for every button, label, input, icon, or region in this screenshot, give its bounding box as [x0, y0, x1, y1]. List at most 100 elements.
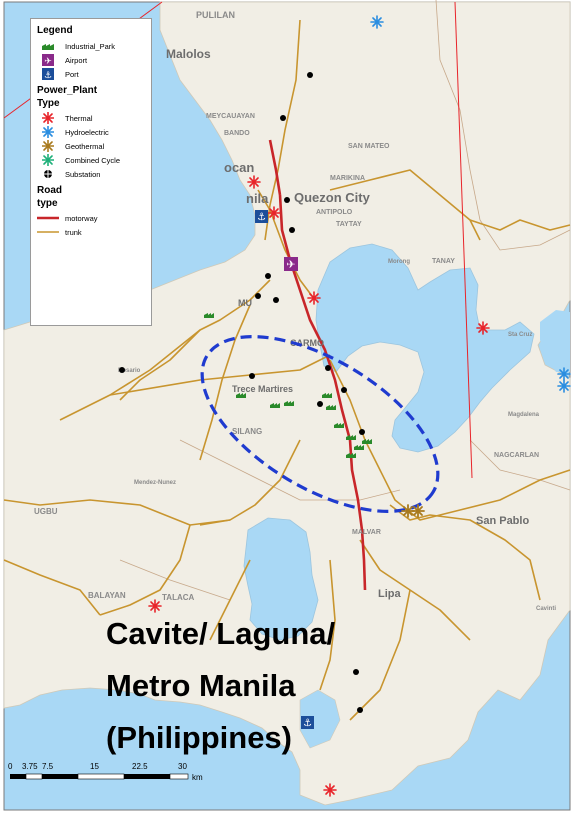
legend-type-title: Type — [37, 98, 60, 109]
substations — [119, 72, 365, 713]
label-ugbu: UGBU — [34, 507, 58, 516]
label-san-mateo: SAN MATEO — [348, 143, 390, 150]
thermal-plant-icon — [323, 783, 337, 797]
legend-label: Port — [65, 69, 79, 79]
svg-text:✈: ✈ — [286, 258, 295, 271]
label-tanay: TANAY — [432, 258, 455, 265]
map-title-line-1: Cavite/ Laguna/ — [106, 616, 336, 651]
substation-icon — [357, 707, 363, 713]
thermal-plant-icon — [37, 112, 59, 124]
substation-icon — [255, 293, 261, 299]
substation-icon — [325, 365, 331, 371]
svg-text:✈: ✈ — [44, 57, 52, 66]
industrial-park-icon — [346, 435, 356, 440]
label-talaca: TALACA — [162, 593, 195, 602]
legend-title: Legend — [37, 25, 73, 36]
label-mendez: Mendez-Nunez — [134, 480, 176, 486]
scale-bar-graphic — [10, 773, 189, 780]
thermal-plants — [148, 175, 490, 797]
substation-icon — [119, 367, 125, 373]
thermal-plant-icon — [307, 291, 321, 305]
label-taytay: TAYTAY — [336, 221, 362, 228]
legend-label: Thermal — [65, 113, 93, 123]
legend-label: Airport — [65, 55, 88, 65]
svg-text:⚓: ⚓ — [303, 718, 312, 729]
industrial-park-icon — [346, 453, 356, 458]
label-marikina: MARIKINA — [330, 175, 365, 182]
geothermal-plant-icon — [37, 140, 59, 152]
label-sta-cruz: Sta Cruz — [508, 332, 532, 338]
label-antipolo: ANTIPOLO — [316, 209, 353, 216]
scale-bar: 0 3.75 7.5 15 22.5 30 km — [8, 762, 238, 792]
boundaries — [119, 0, 571, 601]
industrial-park-icon — [334, 423, 344, 428]
label-malolos: Malolos — [166, 47, 211, 61]
legend-row-substation: Substation — [37, 167, 145, 181]
hydroelectric-plant-icon — [557, 379, 571, 393]
legend-label: Industrial_Park — [65, 41, 116, 51]
legend-power-plant-title: Power_Plant — [37, 85, 98, 96]
label-cavinti: Cavinti — [536, 606, 556, 612]
label-muntinlupa: MU — [238, 298, 252, 308]
hydro-plants — [370, 15, 571, 393]
port-icon: ⚓ — [301, 716, 314, 729]
map-title: Cavite/ Laguna/ Metro Manila (Philippine… — [106, 608, 466, 764]
geothermal-plant-icon — [411, 504, 425, 518]
substation-icon — [284, 197, 290, 203]
substation-icon — [359, 429, 365, 435]
svg-text:⚓: ⚓ — [44, 71, 52, 80]
label-san-pablo: San Pablo — [476, 515, 529, 527]
industrial-park-icon — [284, 401, 294, 406]
label-meycauayan: MEYCAUAYAN — [206, 113, 255, 120]
industrial-park-icon — [326, 405, 336, 410]
legend-road-title: Road — [37, 185, 62, 196]
label-magdalena: Magdalena — [508, 412, 540, 418]
substation-icon — [280, 115, 286, 121]
legend-label: trunk — [65, 227, 82, 237]
substation-icon — [317, 401, 323, 407]
substation-icon — [265, 273, 271, 279]
label-pulilan: PULILAN — [196, 10, 235, 20]
trunk-line-icon — [37, 226, 59, 238]
hydroelectric-plant-icon — [557, 367, 571, 381]
scale-unit: km — [192, 773, 203, 782]
scale-tick-label: 22.5 — [132, 762, 148, 771]
motorway-north — [268, 139, 282, 196]
label-silang: SILANG — [232, 427, 262, 436]
label-malvar: MALVAR — [352, 529, 381, 536]
ports: ⚓ ⚓ — [255, 210, 314, 729]
scale-tick-label: 30 — [178, 762, 187, 771]
scale-tick-label: 0 — [8, 762, 13, 771]
legend-row-motorway: motorway — [37, 211, 145, 225]
thermal-plant-icon — [476, 321, 490, 335]
legend-panel: Legend Industrial_Park ✈ Airport ⚓ Port … — [30, 18, 152, 326]
trunk-roads — [3, 19, 571, 721]
motorway-line-icon — [37, 212, 59, 224]
thermal-plant-icon — [247, 175, 261, 189]
legend-row-industrial: Industrial_Park — [37, 39, 145, 53]
industrial-park-icon — [270, 403, 280, 408]
port-icon: ⚓ — [37, 68, 59, 80]
geothermal-plants — [401, 504, 425, 518]
industrial-park-icon — [37, 40, 59, 52]
label-carmona: CARMO — [290, 338, 324, 348]
scale-tick-label: 15 — [90, 762, 99, 771]
place-labels: PULILAN Malolos MEYCAUAYAN BANDO SAN MAT… — [34, 10, 556, 612]
scale-tick-label: 3.75 — [22, 762, 38, 771]
thermal-plant-icon — [267, 206, 281, 220]
label-morong: Morong — [388, 259, 410, 265]
small-lake-east — [540, 310, 570, 372]
industrial-park-icon — [204, 313, 214, 318]
substation-icon — [249, 373, 255, 379]
industrial-park-icon — [322, 393, 332, 398]
substation-icon — [307, 72, 313, 78]
industrial-park-icon — [236, 393, 246, 398]
label-quezon-city: Quezon City — [294, 190, 371, 205]
label-balayan: BALAYAN — [88, 591, 126, 600]
legend-label: Geothermal — [65, 141, 105, 151]
legend-row-geothermal: Geothermal — [37, 139, 145, 153]
combined-cycle-plant-icon — [37, 154, 59, 166]
label-lipa: Lipa — [378, 588, 401, 600]
industrial-park-icon — [354, 445, 364, 450]
